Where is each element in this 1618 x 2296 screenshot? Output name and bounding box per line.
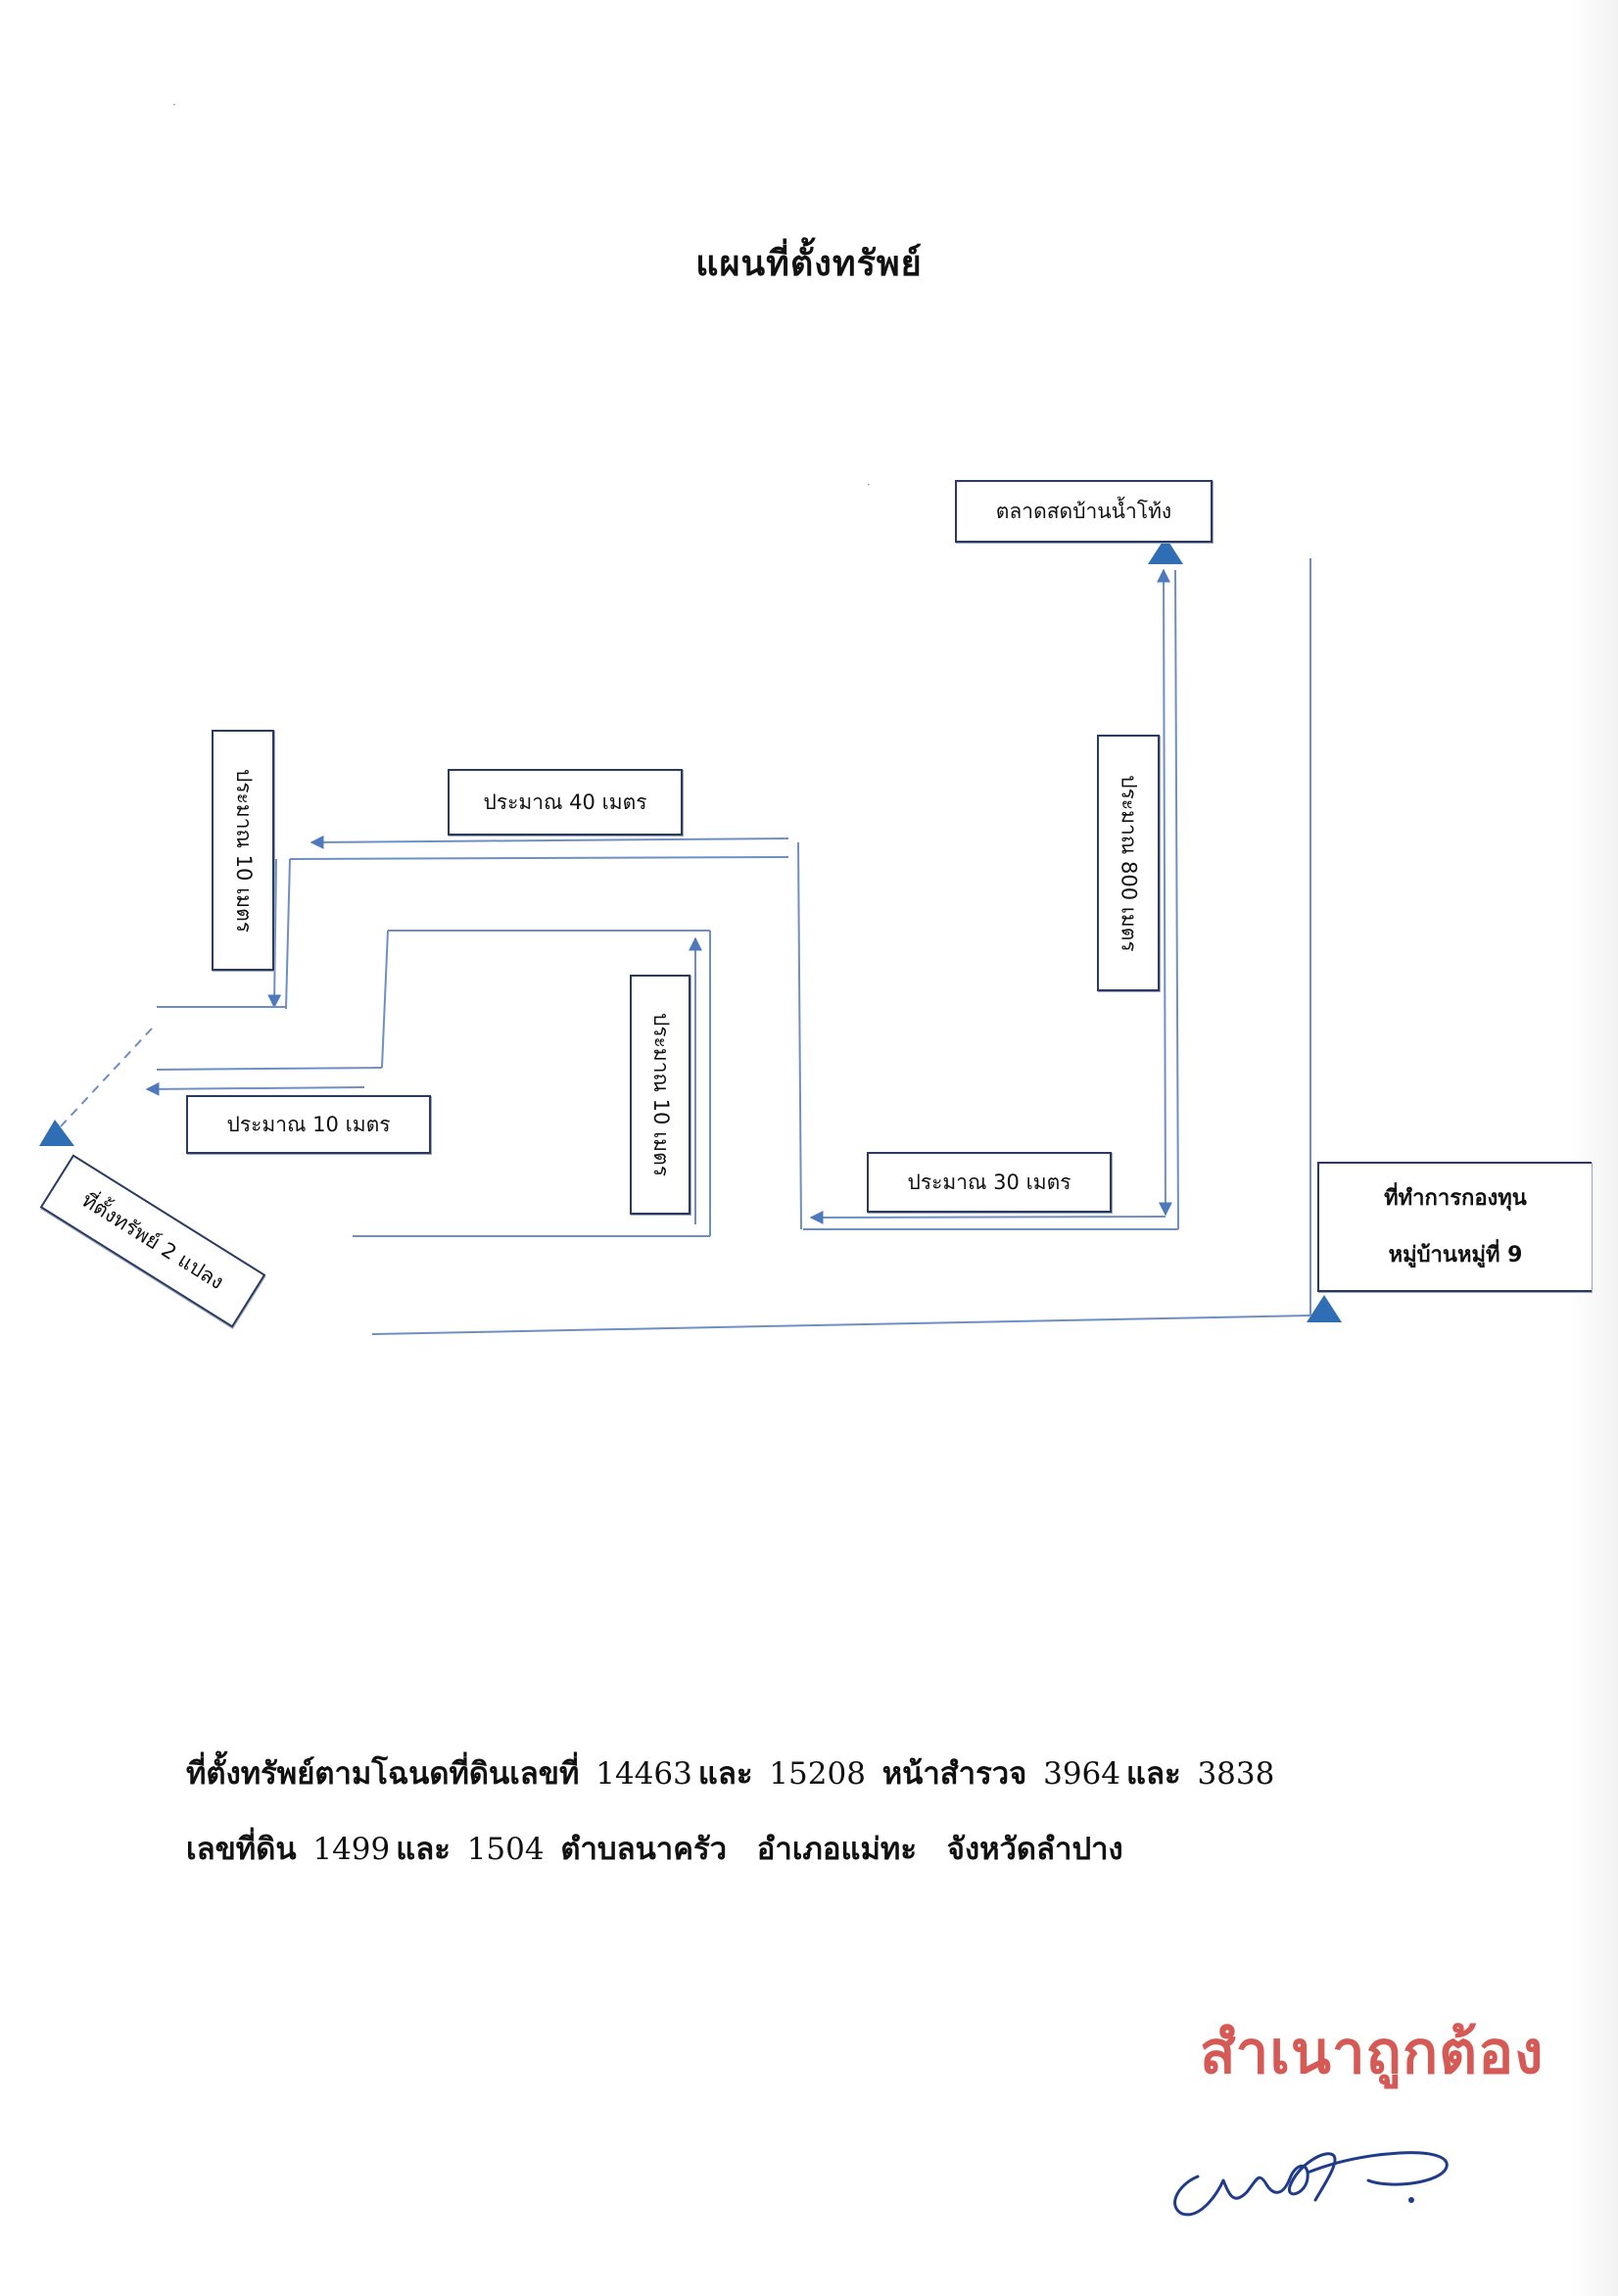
office-label-box: ที่ทำการกองทุน หมู่บ้านหมู่ที่ 9 [1317,1162,1592,1292]
office-label-line1: ที่ทำการกองทุน [1384,1185,1527,1211]
distance-40m-label: ประมาณ 40 เมตร [483,789,647,814]
scan-speck: · [172,98,176,112]
road-40m-right [797,841,802,1230]
office-marker-icon [1307,1295,1342,1322]
footer-deed-number-1: 14463 [595,1756,692,1792]
signature-icon [1173,2151,1449,2217]
property-dashed-path [60,1028,153,1127]
distance-30m-box: ประมาณ 30 เมตร [867,1152,1112,1213]
footer-deed-number-2: 15208 [769,1756,866,1792]
distance-40m-box: ประมาณ 40 เมตร [448,769,683,836]
distance-10m-horizontal-label: ประมาณ 10 เมตร [226,1112,391,1136]
scan-speck: · [867,478,871,492]
distance-30m-label: ประมาณ 30 เมตร [907,1170,1071,1194]
distance-10m-middle-box: ประมาณ 10 เมตร [630,975,690,1215]
distance-10m-left-box: ประมาณ 10 เมตร [212,730,274,971]
footer-district: อำเภอแม่ทะ [756,1832,917,1867]
footer-deed-prefix: ที่ตั้งทรัพย์ตามโฉนดที่ดินเลขที่ [186,1756,580,1792]
footer-subdistrict: ตำบลนาครัว [560,1832,727,1867]
footer-land-and: และ [396,1832,451,1867]
property-marker-icon [39,1120,74,1146]
market-marker-icon [1148,537,1183,564]
main-road-horizontal [371,1315,1311,1335]
footer-land-label: เลขที่ดิน [186,1832,297,1867]
distance-10m-horizontal-box: ประมาณ 10 เมตร [186,1095,431,1154]
connector-30m-inner [809,1210,1166,1224]
distance-800m-box: ประมาณ 800 เมตร [1097,735,1160,991]
market-road-left [1157,568,1172,1217]
distance-10m-left-label: ประมาณ 10 เมตร [231,768,256,933]
footer-survey-label: หน้าสำรวจ [881,1756,1027,1792]
market-label-box: ตลาดสดบ้านน้ำโท้ง [955,480,1213,543]
footer-province: จังหวัดลำปาง [946,1832,1123,1867]
footer-and-2: และ [1126,1756,1181,1792]
distance-10m-middle-label: ประมาณ 10 เมตร [648,1012,673,1177]
distance-800m-label: ประมาณ 800 เมตร [1117,774,1141,952]
road-40m-lower [289,856,789,860]
market-road-right [1174,569,1179,1230]
road-10m-left-vertical [285,858,291,1010]
footer-survey-number-1: 3964 [1043,1756,1121,1792]
inner-branch-arrow [145,1081,365,1096]
certified-copy-stamp: สำเนาถูกต้อง [1200,2019,1545,2087]
road-10m-left-vertical-arrow [267,858,282,1009]
footer-and-1: และ [697,1756,753,1792]
inner-branch-lower [156,1067,383,1071]
footer-land-number-2: 1504 [466,1832,545,1867]
inner-branch-left [381,930,389,1069]
road-40m-top [309,835,789,849]
office-label-line2: หมู่บ้านหมู่ที่ 9 [1388,1242,1523,1268]
market-label: ตลาดสดบ้านน้ำโท้ง [995,499,1172,523]
footer-land-number-1: 1499 [312,1832,391,1867]
map-title: แผนที่ตั้งทรัพย์ [695,243,923,284]
footer-survey-number-2: 3838 [1197,1756,1275,1792]
